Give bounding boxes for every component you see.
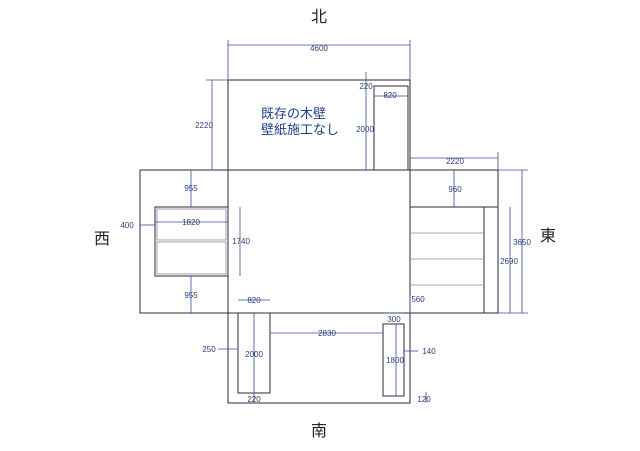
dim-south-door-left-offset: 250	[202, 345, 216, 354]
dimension-lines	[140, 40, 528, 403]
dim-south-bottom: 120	[417, 395, 431, 404]
dim-south-door-right-width: 300	[387, 315, 401, 324]
dim-west-window-width: 1820	[182, 218, 200, 227]
dim-north-door-width: 820	[383, 91, 397, 100]
north-wall	[227, 79, 411, 171]
south-door-right	[382, 323, 405, 397]
dim-south-span: 2830	[318, 329, 336, 338]
direction-north: 北	[311, 7, 327, 26]
dim-east-bottom: 560	[411, 295, 425, 304]
dim-south-door-left-bottom: 220	[247, 395, 261, 404]
north-door	[373, 85, 409, 170]
central-floor	[227, 169, 411, 314]
dim-south-door-left-width: 820	[247, 296, 261, 305]
dim-north-door-height: 2000	[356, 125, 374, 134]
dim-east-top: 960	[448, 185, 462, 194]
direction-east: 東	[540, 226, 556, 245]
west-window-outer	[154, 206, 229, 277]
dim-east-offset: 2220	[446, 157, 464, 166]
dim-west-top: 955	[184, 184, 198, 193]
south-wall	[227, 312, 411, 404]
dim-south-door-left-height: 2000	[245, 350, 263, 359]
west-window-pane-top	[156, 208, 227, 241]
dimension-labels: 4600 2220 220 820 2000 2220 955 400 1820…	[120, 44, 531, 404]
direction-west: 西	[94, 229, 110, 248]
dim-north-width: 4600	[310, 44, 328, 53]
dim-south-door-right-offset: 140	[422, 347, 436, 356]
dim-north-door-top: 220	[359, 82, 373, 91]
dim-north-offset-top: 2220	[195, 121, 213, 130]
note-line-1: 既存の木壁	[261, 107, 326, 122]
note-line-2: 壁紙施工なし	[261, 123, 339, 138]
dim-east-total: 3650	[513, 238, 531, 247]
dim-west-window-height: 1740	[232, 237, 250, 246]
dim-south-door-right-height: 1800	[386, 356, 404, 365]
direction-south: 南	[311, 421, 327, 440]
dim-east-window: 2690	[500, 257, 518, 266]
dim-west-bottom: 955	[184, 291, 198, 300]
west-window-pane-bottom	[156, 241, 227, 275]
dim-west-window-offset: 400	[120, 221, 134, 230]
